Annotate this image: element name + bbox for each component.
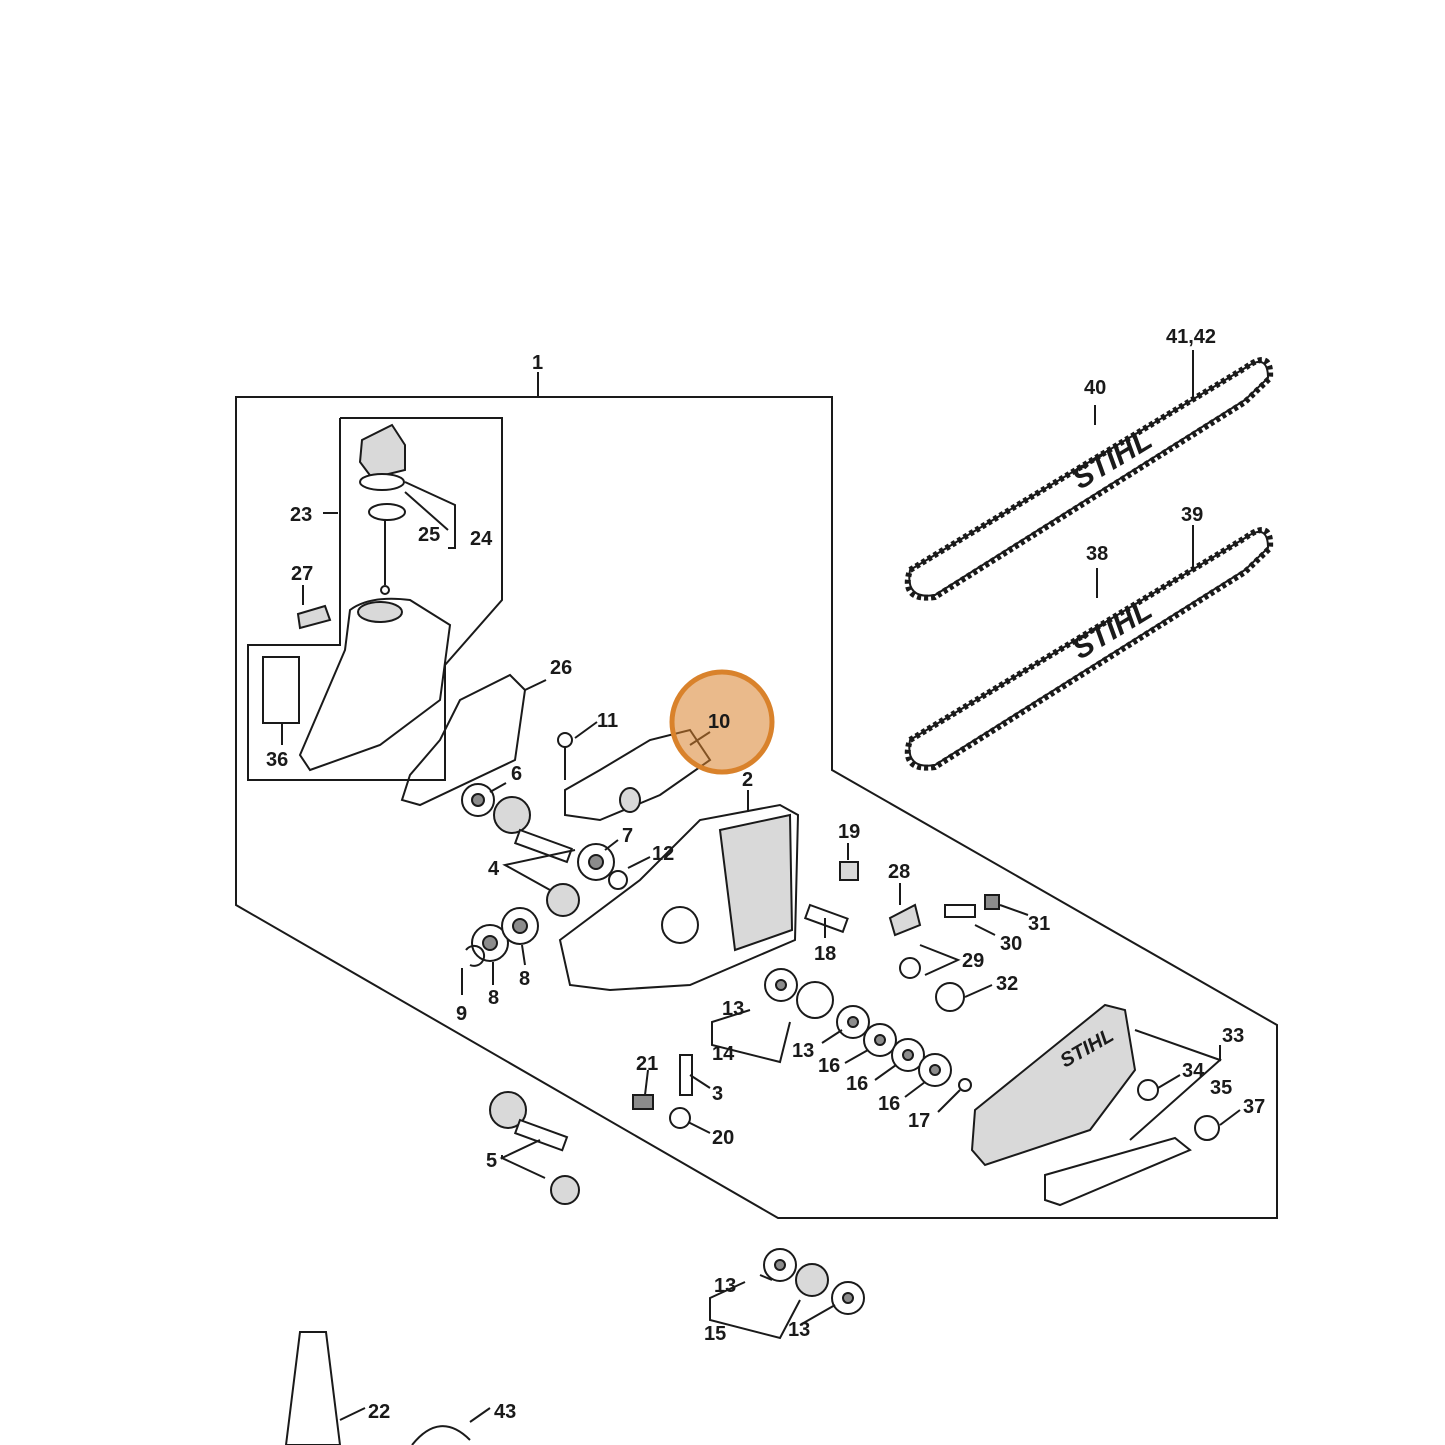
label-7: 7 xyxy=(622,825,633,847)
label-19: 19 xyxy=(838,821,860,843)
part-labels: 1 2 3 4 5 6 7 8 8 9 10 11 12 13 13 13 13… xyxy=(266,326,1265,1423)
label-22: 22 xyxy=(368,1401,390,1423)
label-14: 14 xyxy=(712,1043,735,1065)
label-17: 17 xyxy=(908,1110,930,1132)
label-8a: 8 xyxy=(488,987,499,1009)
label-11: 11 xyxy=(597,710,618,732)
label-10: 10 xyxy=(708,711,730,733)
label-13d: 13 xyxy=(788,1319,810,1341)
label-34: 34 xyxy=(1182,1060,1205,1082)
label-32: 32 xyxy=(996,973,1018,995)
label-16c: 16 xyxy=(878,1093,900,1115)
label-13c: 13 xyxy=(714,1275,736,1297)
label-3: 3 xyxy=(712,1083,723,1105)
label-39: 39 xyxy=(1181,504,1203,526)
label-23: 23 xyxy=(290,504,312,526)
label-40: 40 xyxy=(1084,377,1106,399)
assembly-outline xyxy=(235,372,1278,1219)
highlight-circle xyxy=(669,669,775,775)
label-12: 12 xyxy=(652,843,674,865)
label-41-42: 41,42 xyxy=(1166,326,1216,348)
label-33: 33 xyxy=(1222,1025,1244,1047)
label-27: 27 xyxy=(291,563,313,585)
label-35: 35 xyxy=(1210,1077,1232,1099)
sprocket-cover: STIHL xyxy=(970,1003,1220,1207)
label-24: 24 xyxy=(470,528,493,550)
label-5: 5 xyxy=(486,1150,497,1172)
bearings-gears xyxy=(461,783,628,967)
label-30: 30 xyxy=(1000,933,1022,955)
label-4: 4 xyxy=(488,858,500,880)
gasket-26 xyxy=(400,673,527,807)
gearbox-housing xyxy=(558,803,800,992)
label-20: 20 xyxy=(712,1127,734,1149)
label-25: 25 xyxy=(418,524,440,546)
leader-lines xyxy=(281,350,1241,1423)
label-16b: 16 xyxy=(846,1073,868,1095)
oil-tank-group xyxy=(262,423,452,772)
label-18: 18 xyxy=(814,943,836,965)
label-37: 37 xyxy=(1243,1096,1265,1118)
label-6: 6 xyxy=(511,763,522,785)
label-13b: 13 xyxy=(792,1040,814,1062)
loose-parts-bottom xyxy=(284,1091,865,1445)
label-13a: 13 xyxy=(722,998,744,1020)
label-28: 28 xyxy=(888,861,910,883)
label-8b: 8 xyxy=(519,968,530,990)
label-31: 31 xyxy=(1028,913,1050,935)
clamp-assembly xyxy=(557,728,712,822)
label-36: 36 xyxy=(266,749,288,771)
label-29: 29 xyxy=(962,950,984,972)
label-16a: 16 xyxy=(818,1055,840,1077)
label-21: 21 xyxy=(636,1053,658,1075)
label-38: 38 xyxy=(1086,543,1108,565)
label-2: 2 xyxy=(742,769,753,791)
label-43: 43 xyxy=(494,1401,516,1423)
label-26: 26 xyxy=(550,657,572,679)
label-1: 1 xyxy=(532,352,543,374)
small-parts-right xyxy=(632,861,1000,1129)
label-15: 15 xyxy=(704,1323,726,1345)
label-9: 9 xyxy=(456,1003,467,1025)
